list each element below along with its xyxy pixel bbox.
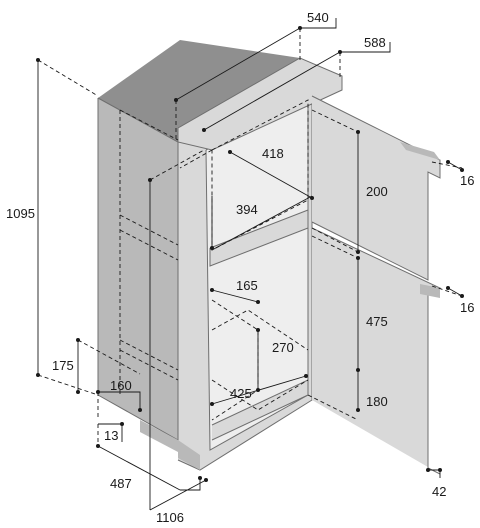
dim-depth-upper: 418 <box>262 146 284 161</box>
cabinet-left-side <box>98 98 178 440</box>
dim-plinth-offset: 13 <box>104 428 118 443</box>
dimension-lines <box>36 18 464 511</box>
bottom-drawer <box>212 380 308 440</box>
cabinet-body <box>97 40 313 471</box>
dim-door-thickness: 42 <box>432 484 446 499</box>
dim-overall-depth-open: 1106 <box>156 510 184 525</box>
base-foot <box>178 440 200 470</box>
base-plinth <box>140 420 178 452</box>
lid-frame <box>178 58 342 150</box>
upper-door-handle <box>400 142 440 160</box>
dim-plinth-height: 175 <box>52 358 74 373</box>
dim-height-lower: 180 <box>366 394 388 409</box>
dim-depth-lower-shelf: 270 <box>272 340 294 355</box>
dim-depth-lower-inner: 425 <box>230 386 252 401</box>
dim-height-freezer: 200 <box>366 184 388 199</box>
lower-door-handle <box>420 284 440 298</box>
dim-top-width-door: 588 <box>364 35 386 50</box>
cabinet-interior <box>206 98 308 450</box>
lower-door-panel <box>312 228 440 474</box>
dim-total-height: 1095 <box>6 206 35 221</box>
upper-door-panel <box>312 96 440 280</box>
dim-door-gap-lower: 16 <box>460 300 474 315</box>
inner-dashed-volumes <box>119 99 309 421</box>
compartment-divider <box>210 210 308 266</box>
dim-height-fridge: 475 <box>366 314 388 329</box>
upper-door <box>311 95 441 281</box>
dim-door-gap-upper: 16 <box>460 173 474 188</box>
dim-plinth-depth: 160 <box>110 378 132 393</box>
dim-depth-upper-inner: 394 <box>236 202 258 217</box>
dim-overall-depth: 487 <box>110 476 132 491</box>
dimension-labels: 540 588 418 200 16 1095 394 165 16 475 2… <box>6 10 474 525</box>
dim-top-width: 540 <box>307 10 329 25</box>
cabinet-top <box>98 40 300 142</box>
dim-depth-lower-small: 165 <box>236 278 258 293</box>
